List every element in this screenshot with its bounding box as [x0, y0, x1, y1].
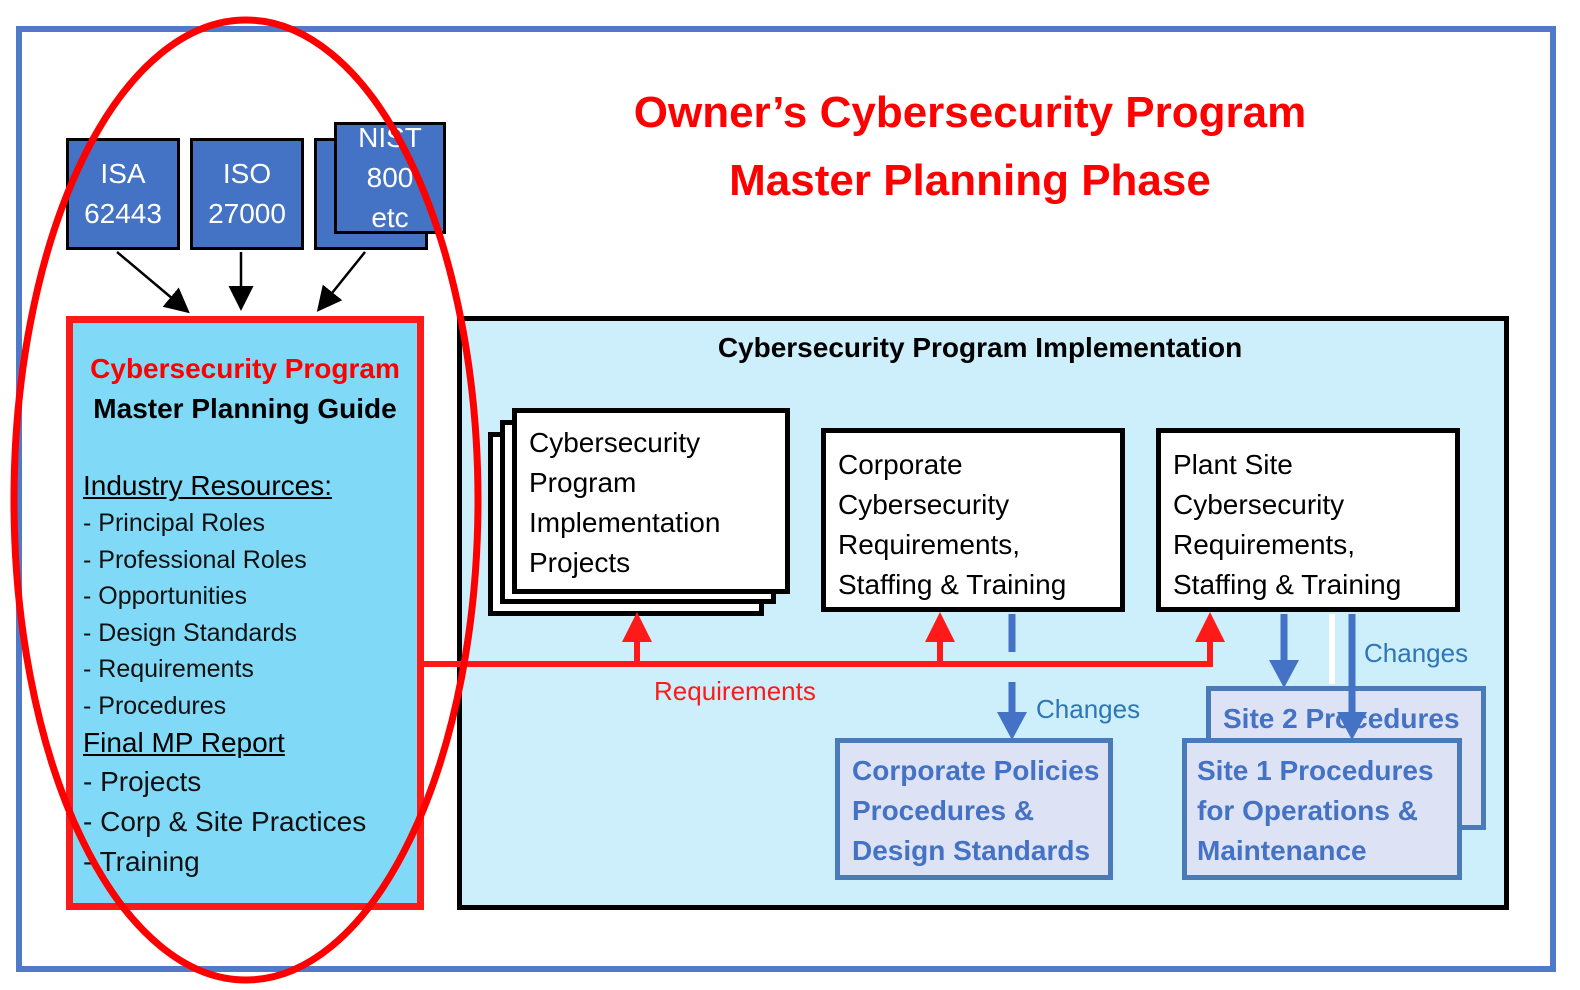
- changes-site-label: Changes: [1364, 638, 1469, 668]
- resource-item: - Design Standards: [83, 618, 298, 647]
- arrow-to-projects: [622, 612, 652, 642]
- site2-change-arrow: [1269, 660, 1299, 688]
- standard-isa-line1: ISA: [100, 158, 146, 189]
- page-title-line1: Owner’s Cybersecurity Program: [633, 88, 1307, 137]
- standard-nist-line2: 800: [366, 162, 414, 193]
- site1-line: Maintenance: [1197, 835, 1367, 866]
- resource-item: - Requirements: [83, 655, 254, 683]
- implementation-title: Cybersecurity Program Implementation: [717, 332, 1243, 363]
- plant-line: Cybersecurity: [1173, 489, 1345, 520]
- standard-isa-box: ISA 62443: [66, 138, 180, 250]
- report-item: - Projects: [83, 766, 202, 797]
- resource-item: - Principal Roles: [83, 509, 266, 537]
- industry-resources-heading: Industry Resources:: [83, 470, 332, 501]
- highlight-ellipse: [10, 16, 482, 984]
- site1-change-arrow: [1337, 712, 1367, 740]
- master-planning-guide-box: Cybersecurity Program Master Planning Gu…: [66, 316, 424, 910]
- requirements-label: Requirements: [654, 676, 816, 706]
- corporate-change-arrow: [997, 712, 1027, 740]
- projects-line: Projects: [529, 547, 631, 578]
- resource-item: - Opportunities: [83, 582, 247, 610]
- plant-line: Plant Site: [1173, 449, 1293, 480]
- corporate-line: Cybersecurity: [838, 489, 1010, 520]
- changes-corporate-label: Changes: [1036, 694, 1141, 724]
- resource-item: - Professional Roles: [83, 545, 307, 574]
- page-title-line2: Master Planning Phase: [729, 156, 1211, 205]
- site1-line: for Operations &: [1197, 795, 1418, 826]
- arrow-nist-to-guide: [316, 251, 366, 312]
- standard-iso-line2: 27000: [208, 198, 286, 229]
- projects-box: Cybersecurity Program Implementation Pro…: [512, 408, 790, 594]
- projects-line: Cybersecurity: [529, 427, 701, 458]
- corporate-policies-box: Corporate Policies Procedures & Design S…: [835, 738, 1113, 880]
- resource-item: - Procedures: [83, 691, 227, 720]
- corp-policies-line: Procedures &: [852, 795, 1035, 826]
- guide-title-red: Cybersecurity Program: [90, 353, 400, 384]
- corporate-line: Requirements,: [838, 529, 1021, 560]
- arrow-isa-to-guide: [116, 251, 190, 314]
- report-item: - Corp & Site Practices: [83, 806, 367, 837]
- guide-title-black: Master Planning Guide: [93, 393, 397, 424]
- arrow-to-plant: [1195, 612, 1225, 642]
- corp-policies-line: Corporate Policies: [852, 755, 1100, 786]
- corporate-line: Staffing & Training: [838, 569, 1067, 600]
- site1-line: Site 1 Procedures: [1197, 755, 1434, 786]
- projects-line: Program: [529, 467, 637, 498]
- site1-procedures-box: Site 1 Procedures for Operations & Maint…: [1182, 738, 1462, 880]
- standard-nist-line3: etc: [371, 202, 409, 233]
- standard-iso-box: ISO 27000: [190, 138, 304, 250]
- requirements-connector: [424, 640, 1213, 667]
- arrow-to-corporate: [925, 612, 955, 642]
- corporate-requirements-box: Corporate Cybersecurity Requirements, St…: [821, 428, 1125, 612]
- plant-line: Requirements,: [1173, 529, 1356, 560]
- projects-line: Implementation: [529, 507, 721, 538]
- standard-iso-line1: ISO: [222, 158, 272, 189]
- corporate-line: Corporate: [838, 449, 963, 480]
- outer-frame: [16, 26, 1556, 972]
- plant-site-requirements-box: Plant Site Cybersecurity Requirements, S…: [1156, 428, 1460, 612]
- corp-policies-line: Design Standards: [852, 835, 1091, 866]
- plant-line: Staffing & Training: [1173, 569, 1402, 600]
- standard-isa-line2: 62443: [84, 198, 162, 229]
- final-report-heading: Final MP Report: [83, 727, 285, 758]
